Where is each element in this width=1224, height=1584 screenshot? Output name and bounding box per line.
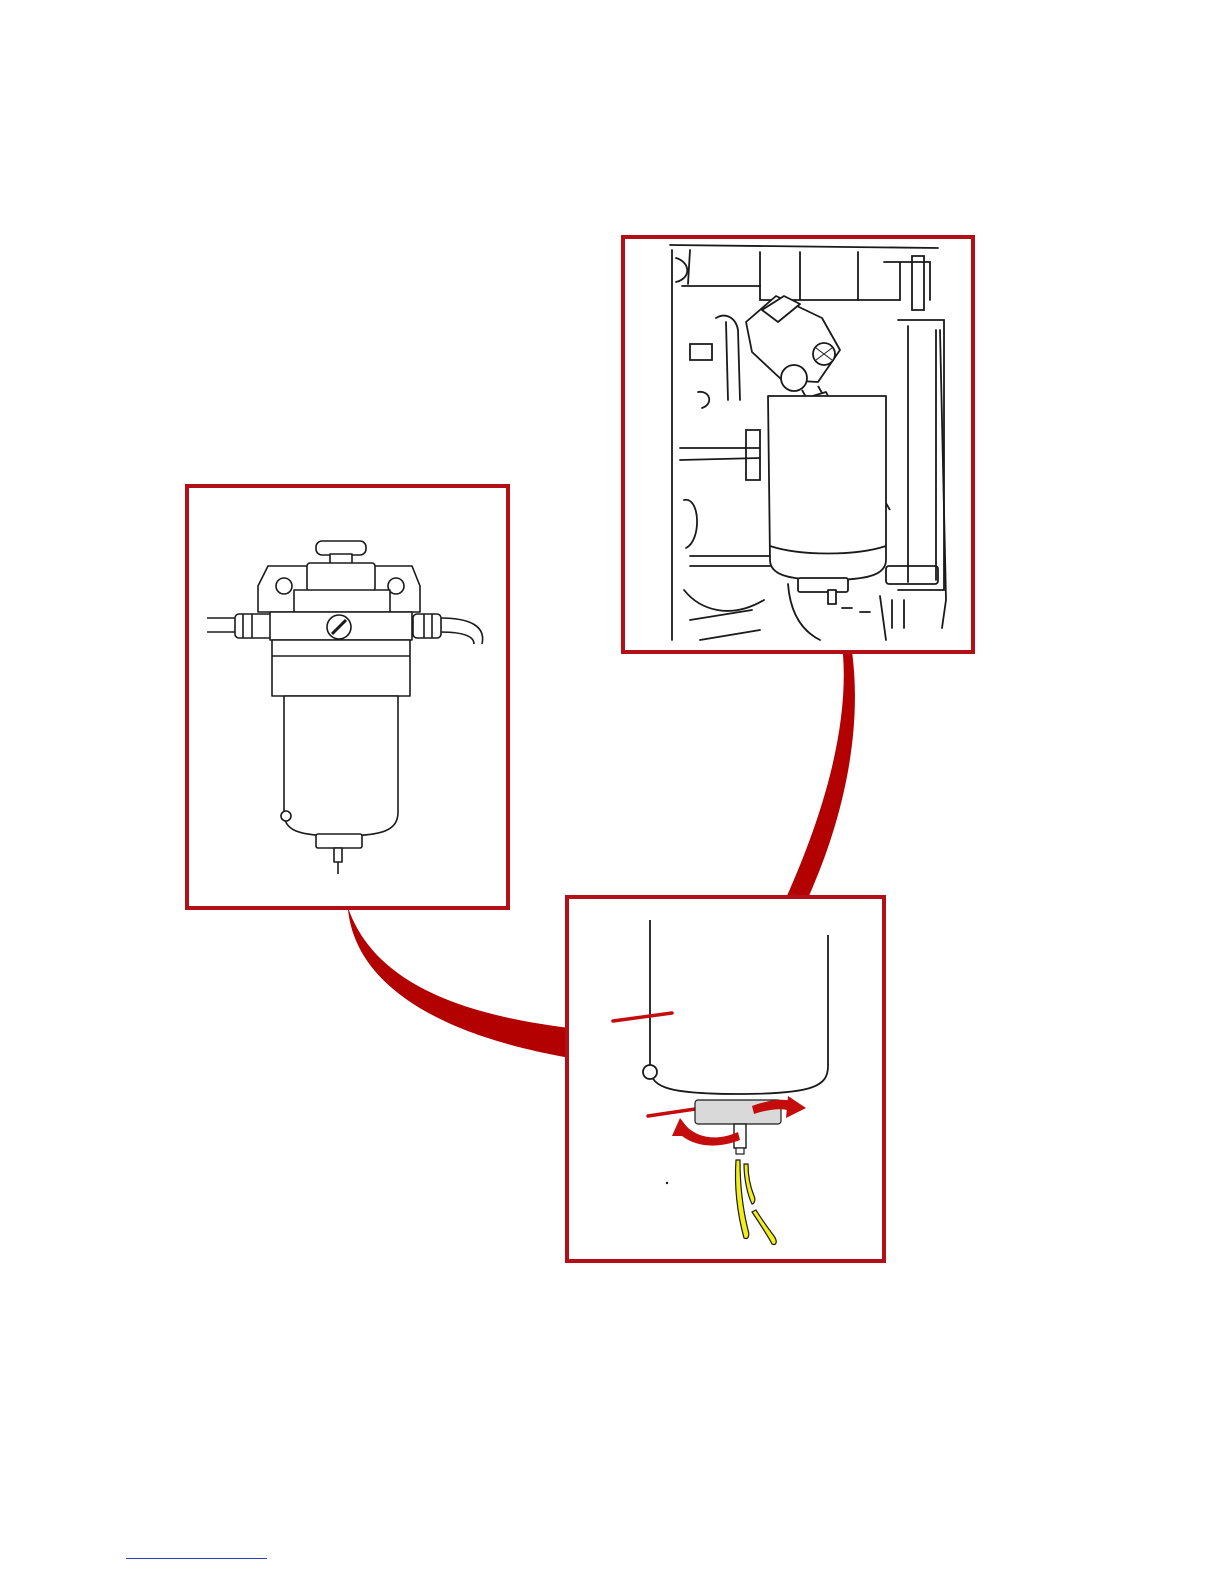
fuel-filter-overview-panel <box>187 486 508 908</box>
footer-rule <box>126 1558 267 1559</box>
drain-valve-detail-panel <box>567 897 884 1261</box>
ink-speck <box>666 1182 668 1184</box>
engine-installation-panel <box>623 237 973 652</box>
canister-closeup <box>643 920 828 1094</box>
connector-installation-to-detail <box>786 620 855 898</box>
